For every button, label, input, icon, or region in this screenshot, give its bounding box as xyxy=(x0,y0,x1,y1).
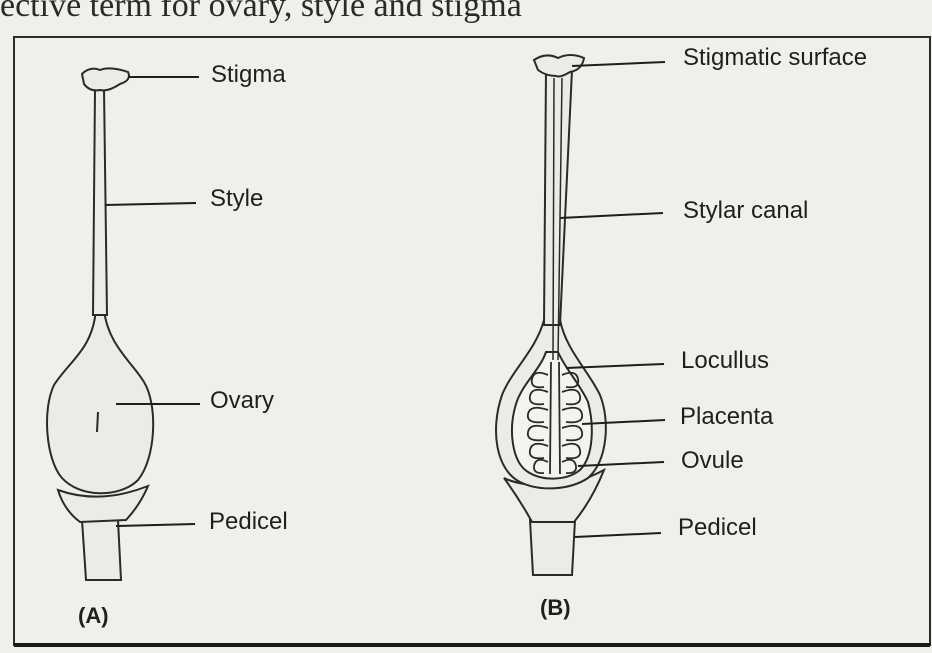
figure-frame xyxy=(14,37,930,645)
caption-a: (A) xyxy=(78,605,109,627)
pistil-b-pedicel xyxy=(530,520,575,575)
pistil-a-style xyxy=(93,88,107,315)
caption-b: (B) xyxy=(540,597,571,619)
label-ovule: Ovule xyxy=(681,449,744,473)
leader-lines xyxy=(105,62,665,537)
label-pedicel-a: Pedicel xyxy=(209,510,288,534)
label-stylar-canal: Stylar canal xyxy=(683,199,808,223)
label-pedicel-b: Pedicel xyxy=(678,516,757,540)
label-placenta: Placenta xyxy=(680,405,773,429)
pistil-a-stigma xyxy=(82,68,129,90)
pistil-a xyxy=(47,68,153,580)
label-locullus: Locullus xyxy=(681,349,769,373)
label-stigma: Stigma xyxy=(211,63,286,87)
label-ovary: Ovary xyxy=(210,389,274,413)
pistil-b xyxy=(496,55,606,575)
pistil-a-pedicel xyxy=(82,520,121,580)
label-stigmatic-surface: Stigmatic surface xyxy=(683,46,867,70)
pistil-b-style xyxy=(544,70,572,325)
label-style: Style xyxy=(210,187,263,211)
pistil-a-ovary xyxy=(47,310,153,493)
